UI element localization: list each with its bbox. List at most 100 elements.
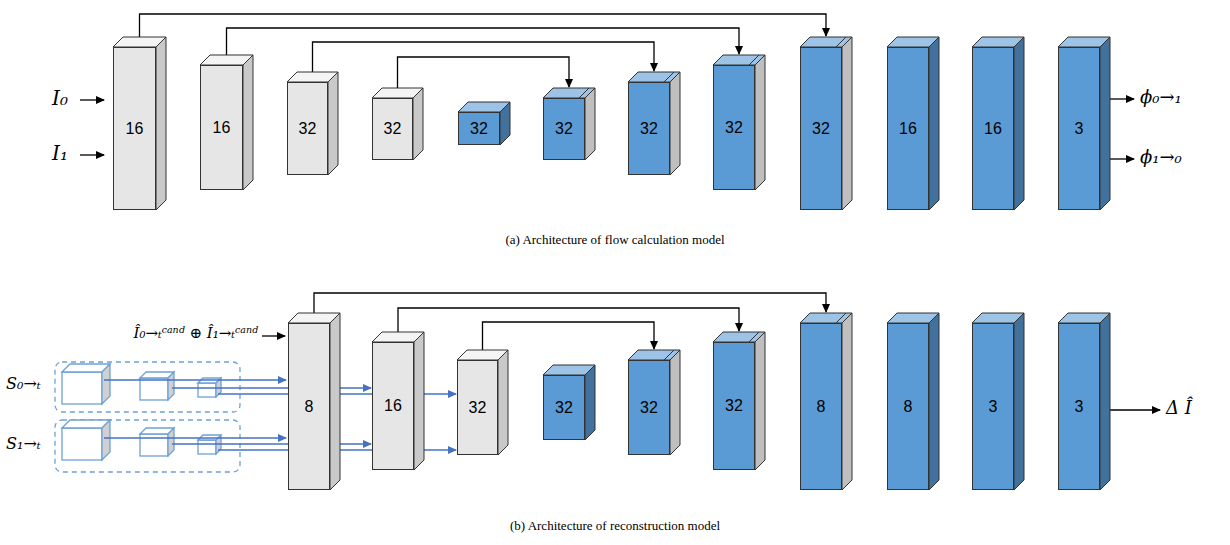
- layer-block: 32: [287, 82, 328, 175]
- block-depth: [713, 65, 714, 66]
- channel-count: 16: [984, 120, 1002, 138]
- figure-line: [80, 154, 104, 155]
- math-label: ϕ₀→₁: [1140, 86, 1182, 107]
- layer-block: 8: [887, 323, 929, 490]
- figure-line: [104, 379, 286, 380]
- figure-rect: [55, 362, 240, 412]
- channel-count: 8: [817, 398, 826, 416]
- cube-side: [102, 364, 110, 404]
- layer-block: 32: [713, 342, 755, 470]
- channel-count: 32: [555, 399, 573, 417]
- channel-count: 3: [989, 398, 998, 416]
- channel-count: 32: [555, 120, 573, 138]
- cube-side: [168, 372, 174, 400]
- layer-block: 32: [372, 98, 413, 160]
- block-depth: [713, 342, 714, 343]
- math-label: I₁: [52, 141, 68, 165]
- feature-pyramids: [55, 362, 240, 472]
- cube-front: [140, 378, 168, 400]
- skip-connection: [398, 57, 570, 88]
- block-depth: [1058, 323, 1059, 324]
- figure-line: [262, 335, 285, 336]
- concat-divider: [836, 313, 846, 323]
- block-depth: [287, 82, 288, 83]
- layer-block: 3: [972, 323, 1014, 490]
- block-side: [156, 37, 166, 210]
- block-depth: [372, 342, 373, 343]
- cube-front: [140, 434, 168, 456]
- block-side: [929, 313, 939, 490]
- layer-block: 8: [800, 323, 842, 490]
- layer-block: 32: [713, 65, 755, 190]
- channel-count: 32: [725, 119, 743, 137]
- block-depth: [543, 375, 544, 376]
- concat-divider: [664, 350, 674, 360]
- block-depth: [1058, 47, 1059, 48]
- channel-count: 32: [640, 399, 658, 417]
- figure-line: [80, 99, 104, 100]
- block-depth: [628, 360, 629, 361]
- block-side: [670, 72, 680, 175]
- block-side: [1014, 37, 1024, 210]
- skip-connection: [314, 293, 826, 313]
- block-side: [498, 350, 508, 455]
- channel-count: 3: [1075, 398, 1084, 416]
- channel-count: 16: [213, 119, 231, 137]
- block-side: [842, 37, 852, 210]
- skip-connection: [140, 14, 827, 37]
- figure-g: [62, 364, 221, 460]
- channel-count: 3: [1075, 120, 1084, 138]
- layer-block: 32: [543, 98, 585, 160]
- math-label: I₀: [52, 86, 68, 110]
- layer-block: 8: [288, 323, 330, 490]
- block-depth: [800, 323, 801, 324]
- figure-line: [172, 387, 371, 388]
- math-label: Δ Î: [1166, 397, 1192, 418]
- channel-count: 32: [299, 120, 317, 138]
- concat-divider: [749, 55, 759, 65]
- block-side: [330, 313, 340, 490]
- layer-block: 32: [628, 360, 670, 455]
- block-depth: [200, 65, 201, 66]
- channel-count: 16: [126, 120, 144, 138]
- cube-front: [62, 428, 102, 460]
- block-side: [842, 313, 852, 490]
- block-depth: [800, 47, 801, 48]
- layer-block: 16: [372, 342, 414, 470]
- subfigure-caption: (a) Architecture of flow calculation mod…: [0, 232, 1230, 248]
- layer-block: 16: [887, 47, 929, 210]
- concat-divider: [579, 88, 589, 98]
- block-side: [243, 55, 253, 190]
- channel-count: 8: [305, 398, 314, 416]
- layer-block: 16: [972, 47, 1014, 210]
- block-depth: [372, 98, 373, 99]
- block-side: [585, 88, 595, 160]
- block-depth: [543, 98, 544, 99]
- block-side: [755, 332, 765, 470]
- block-depth: [972, 47, 973, 48]
- channel-count: 32: [470, 120, 488, 138]
- block-depth: [887, 323, 888, 324]
- block-side: [328, 72, 338, 175]
- channel-count: 8: [904, 398, 913, 416]
- math-label: S₀→ₜ: [6, 374, 41, 393]
- block-side: [1100, 37, 1110, 210]
- math-label: S₁→ₜ: [6, 434, 41, 453]
- math-label: ϕ₁→₀: [1140, 146, 1182, 167]
- figure-line: [104, 437, 286, 438]
- cube-front: [198, 383, 216, 397]
- block-depth: [457, 360, 458, 361]
- layer-block: 32: [457, 360, 498, 455]
- cube-front: [198, 440, 216, 454]
- block-depth: [458, 112, 459, 113]
- layer-block: 3: [1058, 323, 1100, 490]
- layer-block: 32: [628, 82, 670, 175]
- block-side: [414, 332, 424, 470]
- channel-count: 32: [812, 120, 830, 138]
- layer-block: 3: [1058, 47, 1100, 210]
- math-label: Î₀→ₜᶜᵃⁿᵈ ⊕ Î₁→ₜᶜᵃⁿᵈ: [60, 324, 258, 342]
- figure-line: [1108, 98, 1134, 99]
